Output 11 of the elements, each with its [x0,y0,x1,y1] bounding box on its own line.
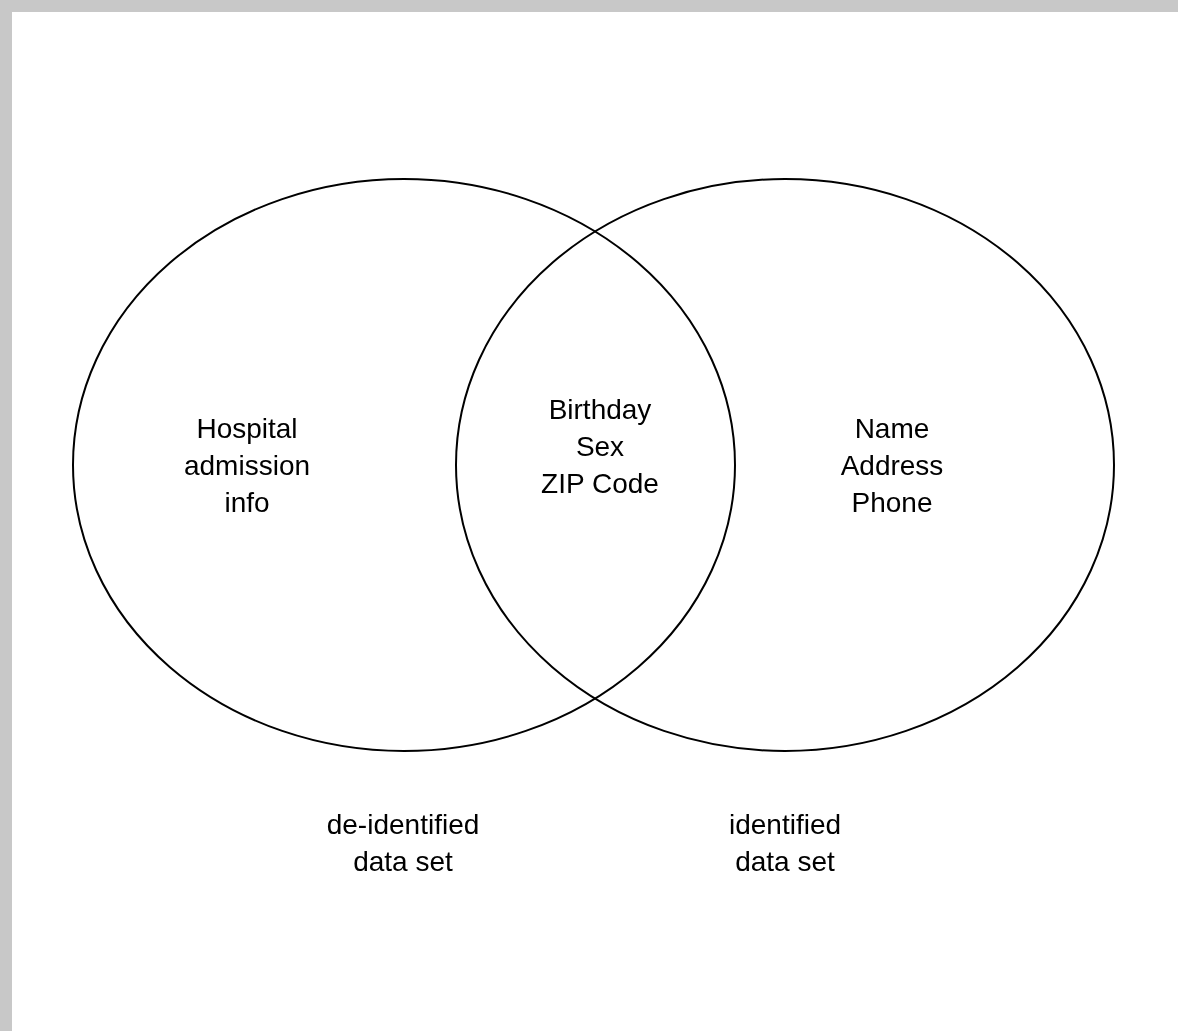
set-label: Name [853,412,931,446]
overlap-label: Sex [574,430,626,464]
set-label: Hospital admission info [182,412,312,520]
set-caption: de-identified data set [325,808,481,879]
set-label: Phone [850,486,934,520]
venn-circle [455,178,1115,752]
set-caption: identified data set [727,808,843,879]
set-label: Address [839,449,945,483]
venn-circle [72,178,736,752]
overlap-label: Birthday [547,393,653,427]
overlap-label: ZIP Code [540,467,660,501]
